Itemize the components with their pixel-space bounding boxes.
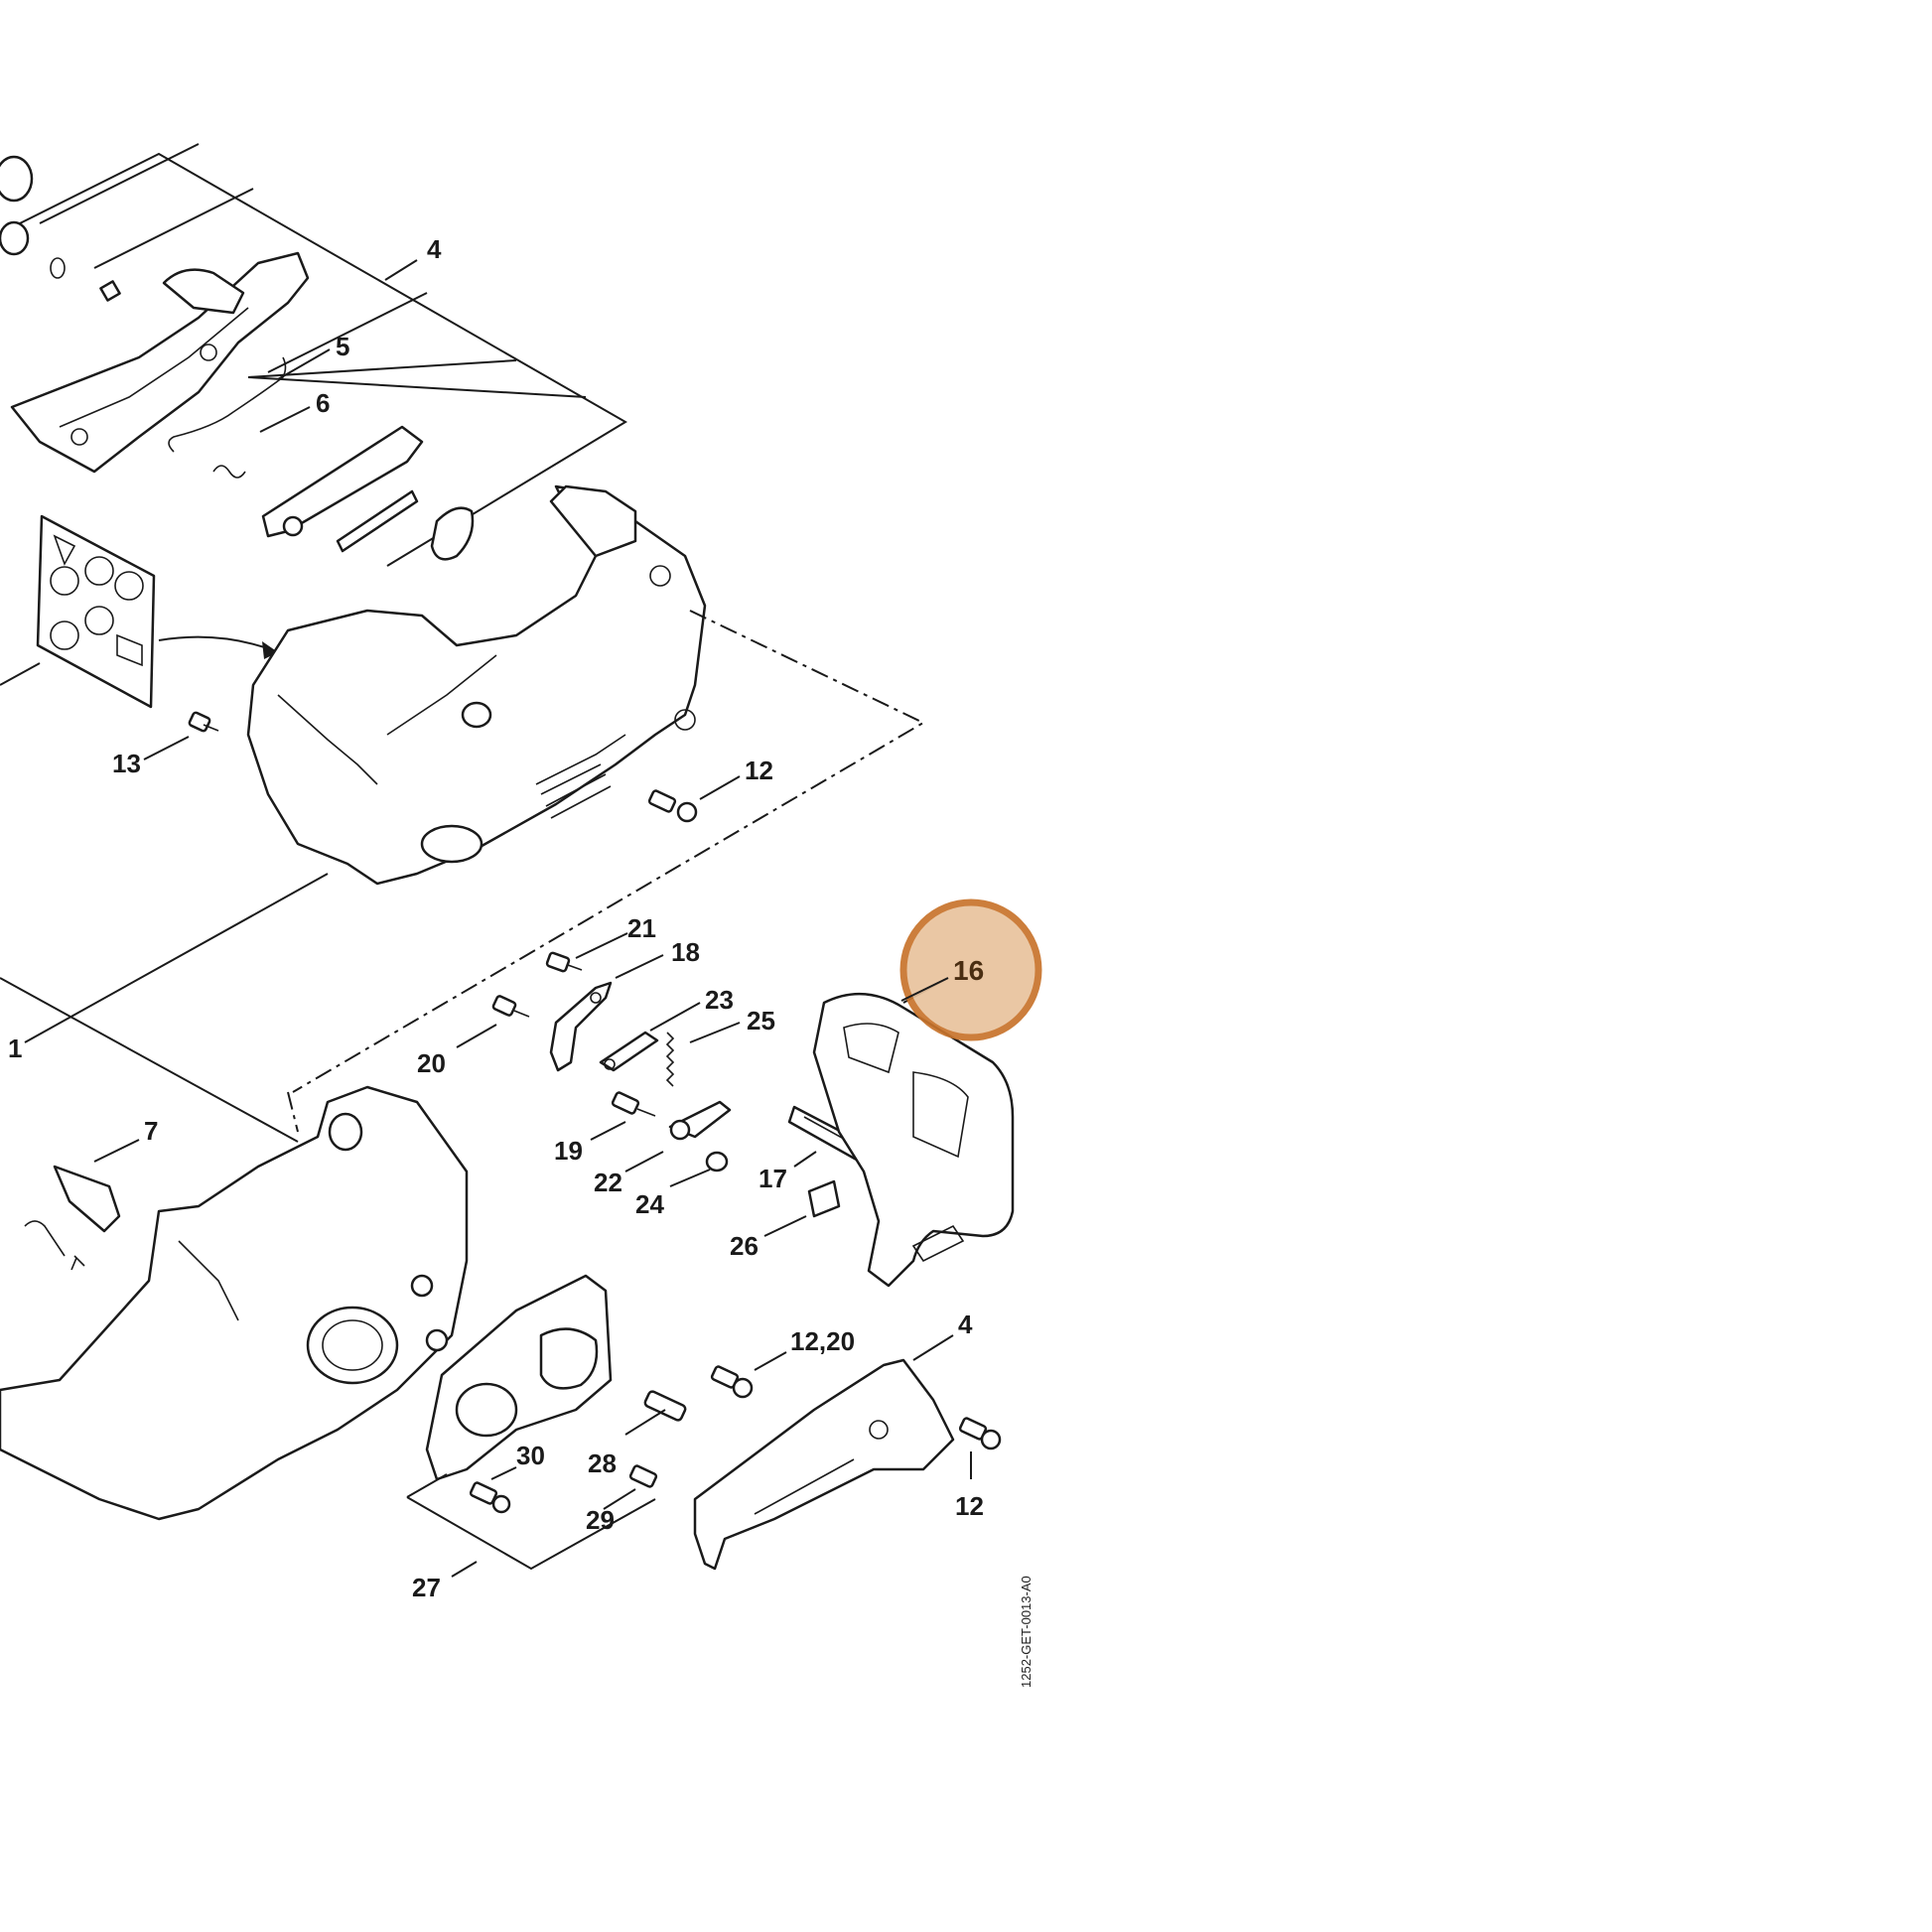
callout-labels: 4 5 6 13 12 21 18 23 25 20 1 7 19 22 24 … (8, 234, 984, 1602)
screw-20-part (491, 995, 530, 1018)
intake-plate-part (425, 1274, 613, 1481)
screw-30-part (469, 1481, 511, 1514)
callout-12-20: 12,20 (790, 1326, 855, 1356)
callout-13: 13 (112, 749, 141, 778)
screw-13-part (188, 711, 219, 733)
pin-left-part (70, 1255, 85, 1271)
callout-23: 23 (705, 985, 734, 1015)
block-26-part (807, 1179, 841, 1218)
callout-18: 18 (671, 937, 700, 967)
arrow-head (262, 641, 278, 659)
bracket-18-part (549, 981, 613, 1072)
screw-1220-part (710, 1365, 754, 1399)
callout-17: 17 (759, 1164, 787, 1193)
callout-5: 5 (336, 332, 349, 361)
plate-7-part (53, 1165, 121, 1233)
callout-7: 7 (144, 1116, 158, 1146)
o-ring-part (50, 257, 66, 279)
screw-29-part (628, 1464, 658, 1488)
callout-16[interactable]: 16 (953, 955, 984, 986)
leader-line-16 (900, 977, 949, 1002)
hand-guard-16-part (812, 992, 1015, 1288)
screw-12a-part (647, 789, 698, 823)
link-23-part (599, 1031, 659, 1072)
spring-left-part (24, 1220, 66, 1257)
callout-30: 30 (516, 1441, 545, 1470)
callout-4a: 4 (427, 234, 442, 264)
callout-12b: 12 (955, 1491, 984, 1521)
leader-lines (93, 259, 972, 1578)
callout-25: 25 (747, 1006, 775, 1035)
callout-6: 6 (316, 388, 330, 418)
stud-28-part (643, 1390, 687, 1422)
lower-bracket-lines (406, 1496, 656, 1571)
lever-22-part (668, 1100, 732, 1141)
screw-19-part (611, 1091, 656, 1117)
upper-bracket-lines (0, 143, 627, 567)
callout-20: 20 (417, 1048, 446, 1078)
warning-label-part (36, 514, 156, 709)
callout-19: 19 (554, 1136, 583, 1166)
nut-24-part (705, 1151, 729, 1173)
callout-29: 29 (586, 1505, 615, 1535)
throttle-lever-part (261, 425, 475, 561)
rear-handle-bottom-part (693, 1358, 955, 1571)
callout-24: 24 (635, 1189, 664, 1219)
callout-22: 22 (594, 1168, 622, 1197)
screw-21-part (545, 951, 583, 973)
engine-housing-part (0, 1085, 469, 1521)
upper-small-parts (0, 155, 121, 302)
reference-code: 1252-GET-0013-A0 (1019, 1576, 1034, 1688)
connector-line-1 (24, 873, 329, 1043)
connector-line-left (0, 662, 41, 686)
callout-26: 26 (730, 1231, 759, 1261)
callout-21: 21 (627, 913, 656, 943)
grub-screw-part (99, 280, 121, 302)
connector-line-1b (0, 977, 299, 1143)
callout-1: 1 (8, 1034, 22, 1063)
dash-dot-lines (287, 610, 926, 1133)
label-arrow (158, 635, 274, 651)
screw-12b-part (958, 1417, 1002, 1450)
highlight-marker[interactable] (899, 898, 1042, 1041)
bushing-part-small (0, 220, 30, 256)
callout-28: 28 (588, 1449, 617, 1478)
handle-housing-part (246, 484, 707, 886)
throttle-spring-part (168, 356, 287, 479)
spring-25-part (665, 1032, 675, 1087)
callout-12a: 12 (745, 756, 773, 785)
rear-handle-top-part (10, 251, 310, 474)
callout-27: 27 (412, 1573, 441, 1602)
callout-4b: 4 (958, 1310, 973, 1339)
lower-bracket-line-b (406, 1473, 448, 1498)
bushing-part (0, 155, 34, 203)
